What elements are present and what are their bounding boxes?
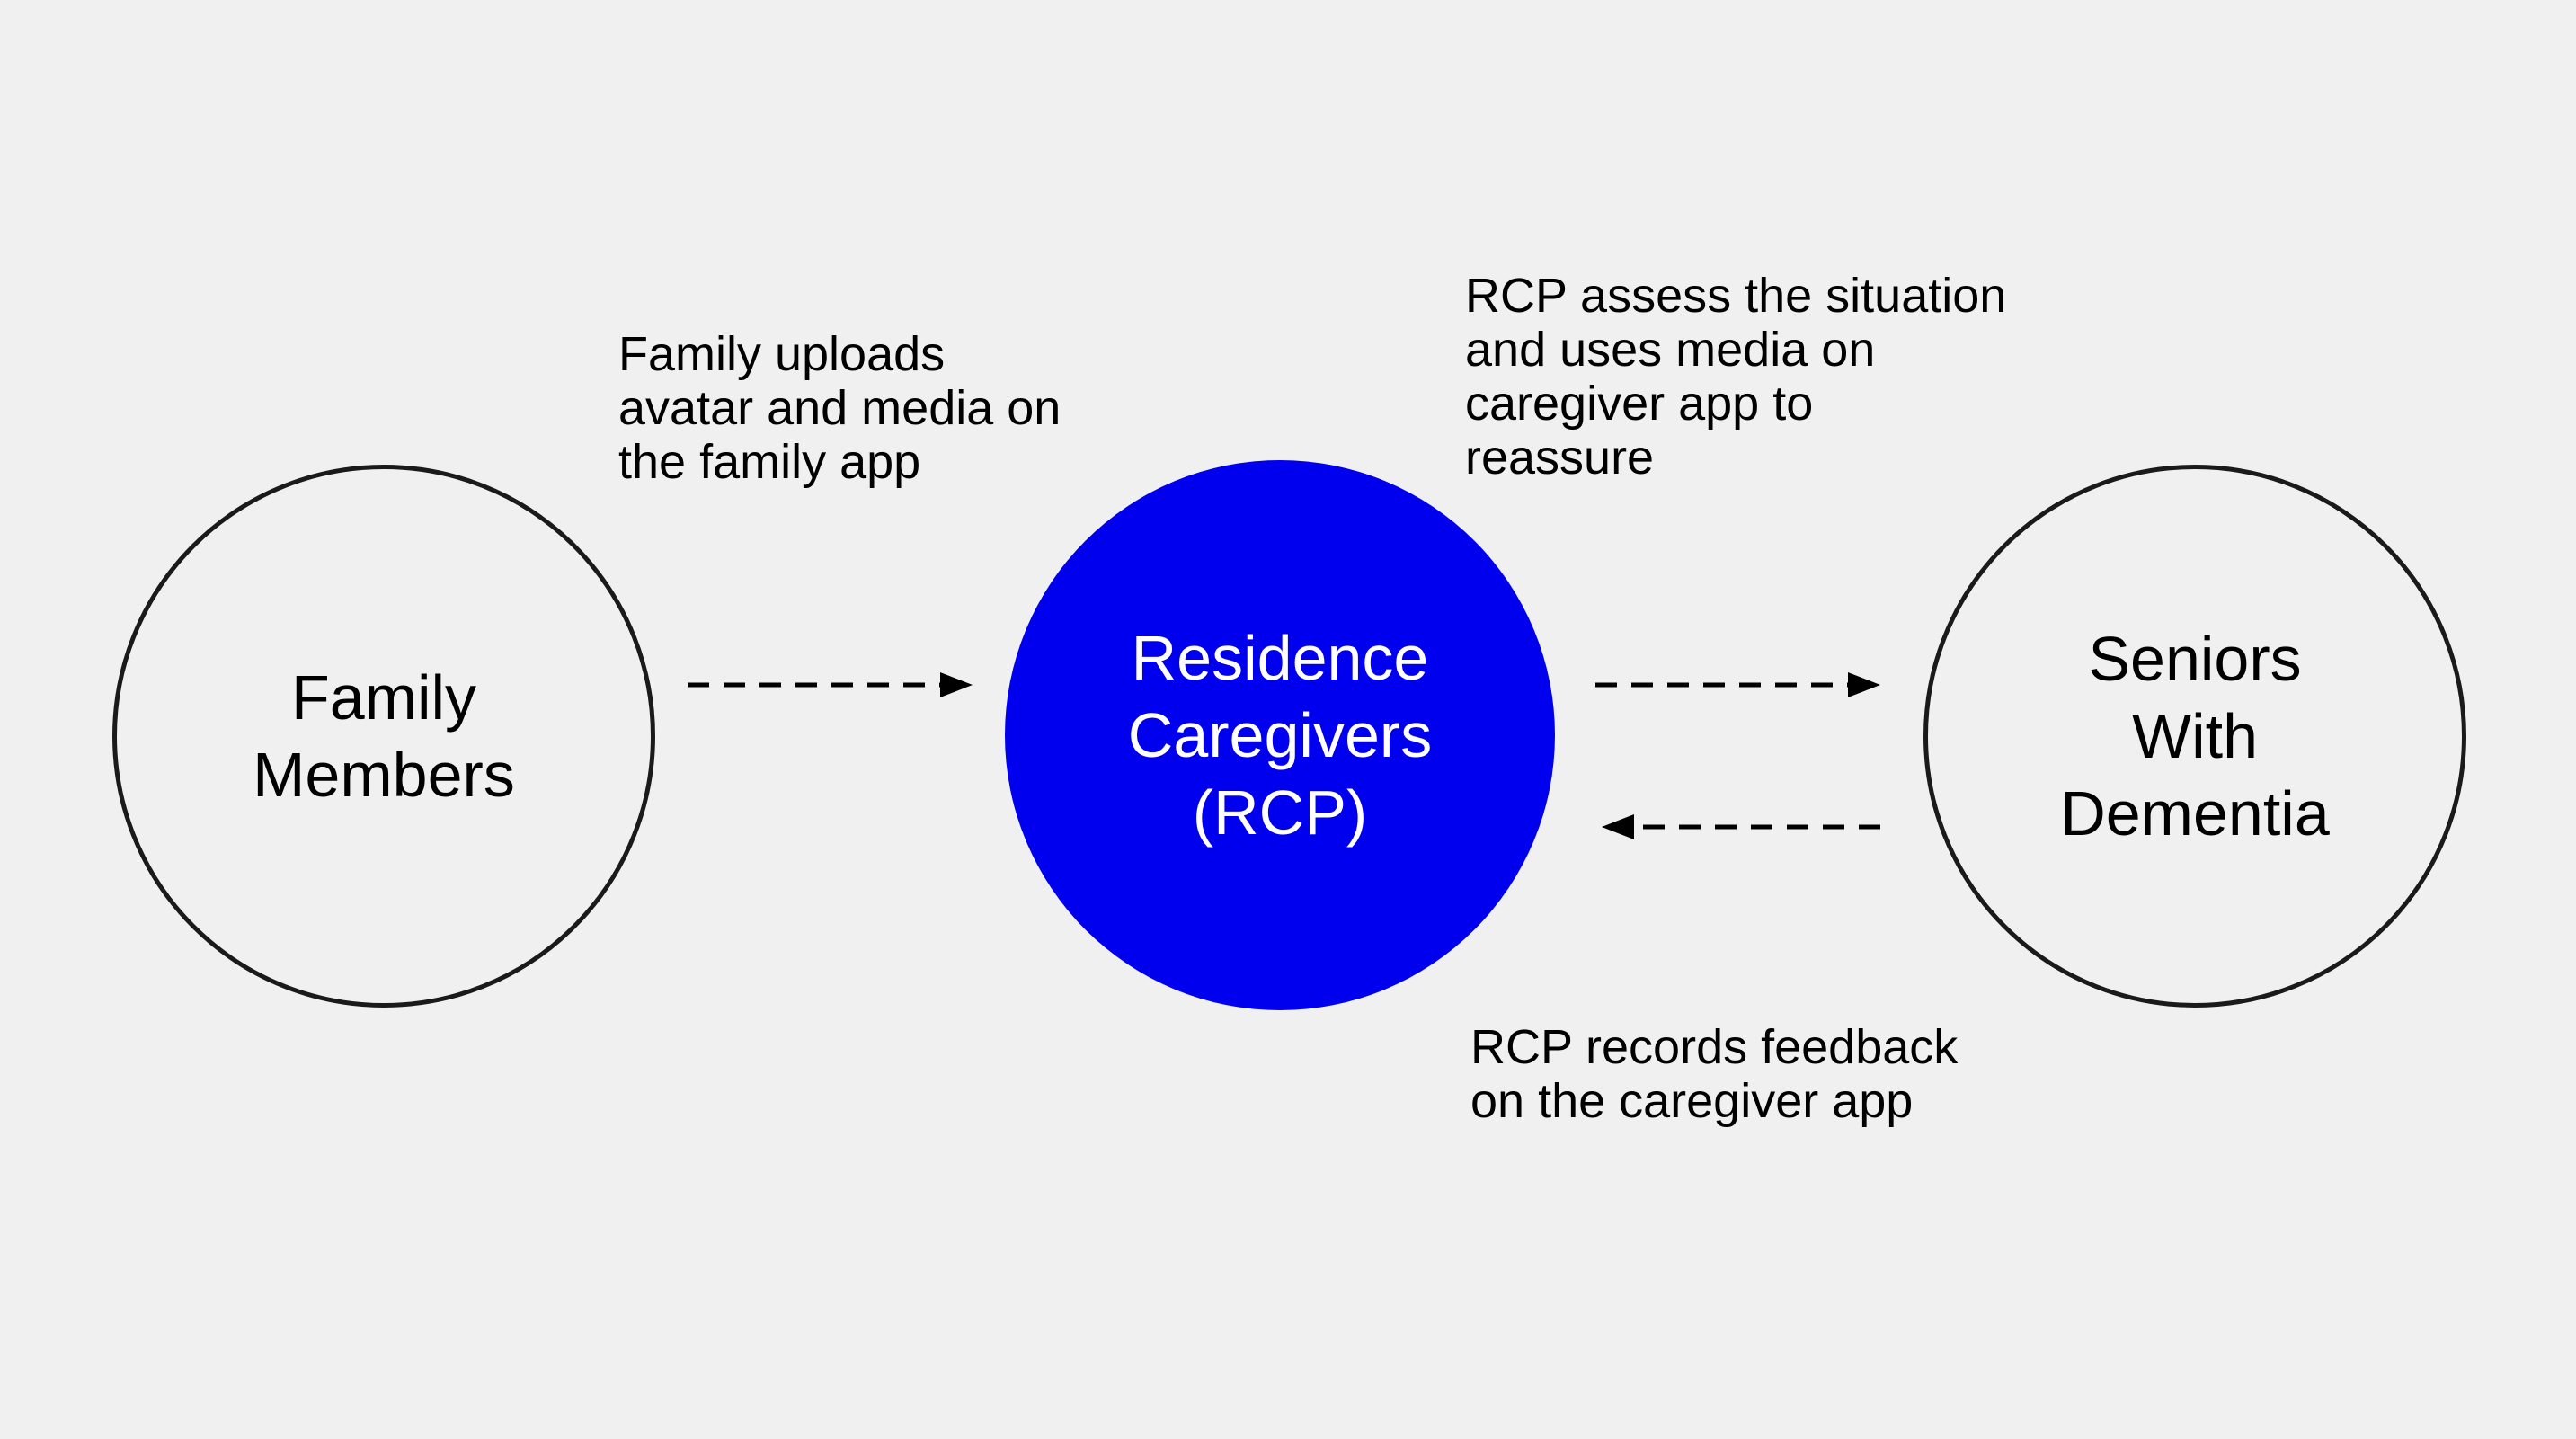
seniors-label-line: With bbox=[2132, 701, 2258, 771]
rcp-feedback-annotation: RCP records feedback on the caregiver ap… bbox=[1470, 1020, 1958, 1128]
arrow-rcp-to-seniors bbox=[1595, 672, 1880, 697]
annotation-line: RCP assess the situation bbox=[1465, 269, 2007, 323]
arrow-family-to-rcp bbox=[688, 672, 973, 697]
rcp-label-line: (RCP) bbox=[1192, 777, 1368, 848]
rcp-label-line: Residence bbox=[1131, 623, 1429, 693]
family-members-label: Family Members bbox=[253, 659, 515, 813]
family-members-node: Family Members bbox=[112, 465, 655, 1008]
seniors-label-line: Seniors bbox=[2088, 624, 2302, 694]
rcp-label-line: Caregivers bbox=[1127, 700, 1433, 770]
annotation-line: and uses media on bbox=[1465, 323, 1876, 377]
rcp-assess-annotation: RCP assess the situation and uses media … bbox=[1465, 269, 2006, 484]
rcp-node: Residence Caregivers (RCP) bbox=[1005, 460, 1555, 1010]
arrow-seniors-to-rcp bbox=[1602, 814, 1880, 839]
seniors-label: Seniors With Dementia bbox=[2060, 620, 2330, 852]
annotation-line: RCP records feedback bbox=[1470, 1020, 1959, 1074]
family-upload-annotation: Family uploads avatar and media on the f… bbox=[618, 327, 1061, 489]
annotation-line: Family uploads bbox=[618, 327, 946, 381]
annotation-line: on the caregiver app bbox=[1470, 1074, 1914, 1128]
seniors-node: Seniors With Dementia bbox=[1923, 465, 2466, 1008]
annotation-line: the family app bbox=[618, 435, 921, 489]
annotation-line: caregiver app to bbox=[1465, 377, 1814, 431]
seniors-label-line: Dementia bbox=[2060, 778, 2330, 848]
family-members-label-line: Members bbox=[253, 740, 515, 810]
annotation-line: reassure bbox=[1465, 431, 1655, 484]
annotation-line: avatar and media on bbox=[618, 381, 1061, 435]
rcp-label: Residence Caregivers (RCP) bbox=[1128, 619, 1432, 851]
family-members-label-line: Family bbox=[290, 662, 477, 733]
